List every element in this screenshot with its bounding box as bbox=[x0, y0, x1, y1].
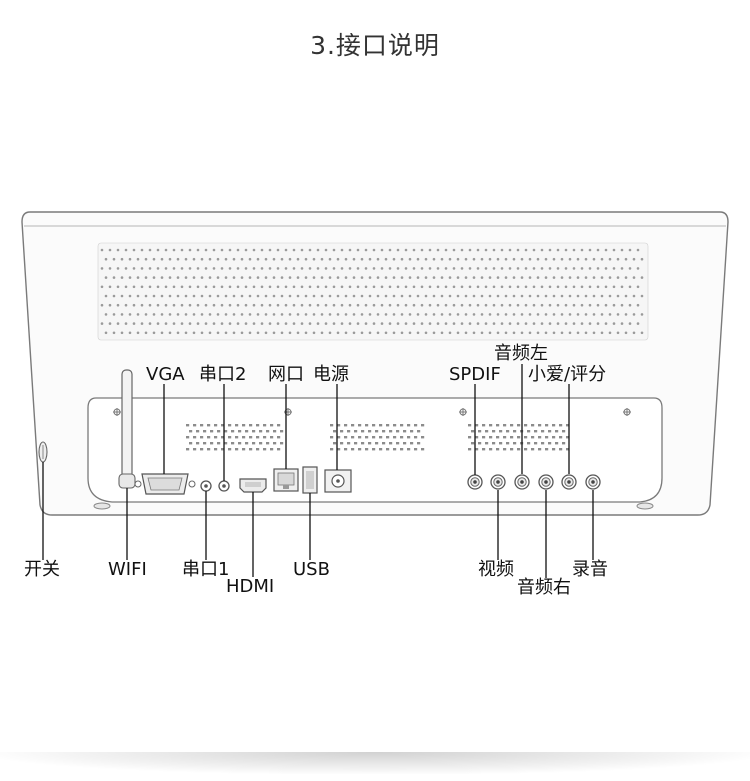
power-port-icon bbox=[324, 469, 352, 493]
serial1-port-icon bbox=[200, 480, 212, 492]
label-serial2: 串口2 bbox=[199, 364, 247, 385]
label-usb: USB bbox=[293, 559, 330, 580]
label-vga: VGA bbox=[146, 364, 185, 385]
foot-right bbox=[636, 502, 654, 510]
label-hdmi: HDMI bbox=[226, 576, 275, 597]
ethernet-port-icon bbox=[273, 468, 299, 492]
serial2-port-icon bbox=[218, 480, 230, 492]
audio-right-jack-icon bbox=[538, 474, 554, 490]
wifi-antenna-icon bbox=[118, 369, 136, 489]
bottom-shadow bbox=[0, 752, 750, 774]
foot-left bbox=[93, 502, 111, 510]
speaker-grille bbox=[97, 242, 649, 341]
label-wifi: WIFI bbox=[108, 559, 147, 580]
spdif-jack-icon bbox=[467, 474, 483, 490]
speaker-grille-dots bbox=[100, 248, 644, 335]
label-network: 网口 bbox=[268, 364, 304, 385]
xiaoai-jack-icon bbox=[561, 474, 577, 490]
label-serial1: 串口1 bbox=[182, 559, 230, 580]
usb-port-icon bbox=[302, 466, 318, 494]
leader-lines bbox=[42, 364, 594, 578]
page-title: 3.接口说明 bbox=[310, 31, 440, 60]
label-record: 录音 bbox=[572, 559, 608, 580]
label-xiaoai: 小爱/评分 bbox=[528, 364, 607, 385]
label-spdif: SPDIF bbox=[449, 364, 501, 385]
record-jack-icon bbox=[585, 474, 601, 490]
label-video: 视频 bbox=[478, 559, 514, 580]
power-switch-icon bbox=[38, 441, 48, 463]
video-jack-icon bbox=[490, 474, 506, 490]
hdmi-port-icon bbox=[239, 478, 267, 493]
label-audio-right: 音频右 bbox=[517, 577, 571, 598]
screw-icon bbox=[113, 408, 631, 416]
audio-left-jack-icon bbox=[514, 474, 530, 490]
label-switch: 开关 bbox=[24, 559, 60, 580]
label-power: 电源 bbox=[313, 364, 349, 385]
vent-slots bbox=[186, 424, 570, 451]
label-audio-left: 音频左 bbox=[494, 343, 548, 364]
vga-port-icon bbox=[134, 473, 196, 495]
